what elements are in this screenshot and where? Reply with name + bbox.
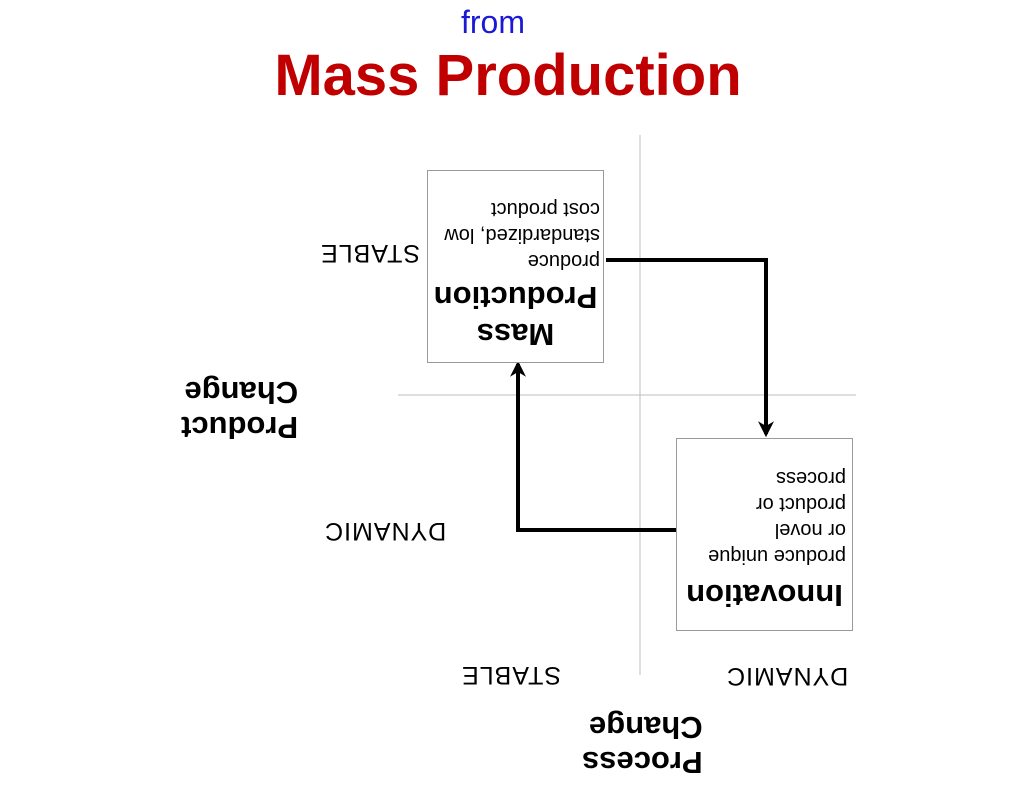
x-axis-stable-label: STABLE: [461, 661, 562, 689]
mass-production-title-line-1: Mass: [476, 317, 555, 352]
mass-production-description: produce standardized, low cost product: [428, 196, 603, 279]
innovation-desc-line-4: process: [775, 467, 846, 489]
mass-production-title: Mass Production: [428, 279, 603, 362]
x-axis-title-line-2: Change: [588, 710, 703, 745]
page-title: Mass Production: [274, 43, 742, 108]
y-axis-stable-label: STABLE: [320, 239, 421, 267]
x-axis-dynamic-label: DYNAMIC: [726, 662, 849, 690]
arrow-innovation-to-mass: [510, 360, 678, 532]
innovation-desc-line-2: or novel: [774, 519, 846, 541]
y-axis-dynamic-label: DYNAMIC: [324, 517, 447, 545]
mass-production-desc-line-2: standardized, low: [444, 224, 600, 246]
innovation-desc-line-1: produce unique: [708, 545, 846, 567]
subtitle-from: from: [461, 4, 525, 40]
y-axis-title-line-1: Product: [181, 410, 299, 445]
innovation-title: Innovation: [686, 578, 843, 613]
mass-production-desc-line-1: produce: [527, 250, 600, 272]
y-axis-title: Product Change: [181, 375, 298, 445]
mass-production-title-line-2: Production: [433, 280, 598, 315]
arrow-mass-to-innovation: [606, 258, 774, 438]
mass-production-desc-line-3: cost product: [491, 198, 600, 220]
mass-production-box: Mass Production produce standardized, lo…: [427, 170, 604, 363]
y-axis-title-line-2: Change: [184, 375, 299, 410]
x-axis-title: Process Change: [582, 710, 703, 780]
innovation-description: produce unique or novel product or proce…: [677, 465, 852, 577]
innovation-desc-line-3: product or: [755, 493, 846, 515]
innovation-box: Innovation produce unique or novel produ…: [676, 438, 853, 631]
x-axis-title-line-1: Process: [582, 745, 703, 780]
